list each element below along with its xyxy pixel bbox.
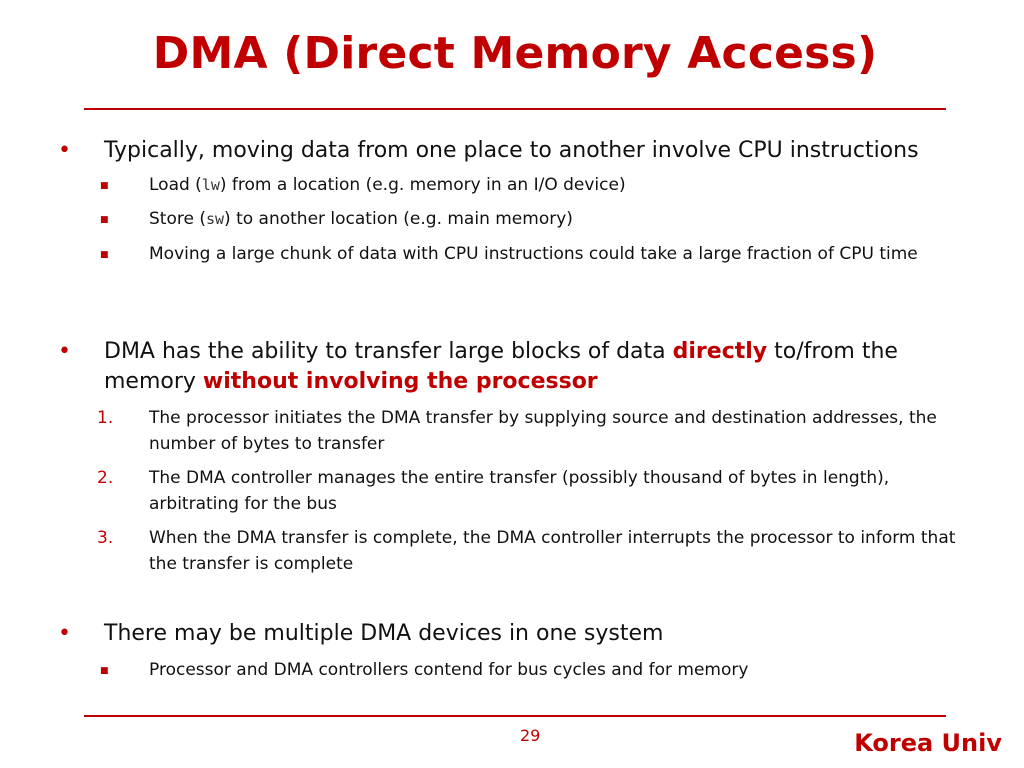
sub-bullet-text: Processor and DMA controllers contend fo… (149, 660, 749, 680)
text-segment: ) to another location (e.g. main memory) (224, 209, 573, 229)
text-segment: DMA has the ability to transfer large bl… (104, 339, 673, 364)
bullet-icon: • (58, 138, 71, 163)
step-number: 3. (97, 528, 114, 548)
step-number: 2. (97, 468, 114, 488)
code-snippet: lw (201, 176, 220, 194)
emphasis-text: without involving the processor (202, 369, 598, 394)
sub-bullet-text: Store (sw) to another location (e.g. mai… (149, 206, 959, 232)
bullet-icon: • (58, 339, 71, 364)
square-bullet-icon: ■ (100, 181, 109, 191)
sub-bullet-text: Moving a large chunk of data with CPU in… (149, 244, 918, 264)
text-segment: to/from the memory (104, 339, 898, 394)
page-number: 29 (520, 726, 541, 745)
slide-title: DMA (Direct Memory Access) (152, 28, 878, 79)
code-snippet: sw (205, 210, 225, 228)
sub-bullet-text: Load (lw) from a location (e.g. memory i… (149, 172, 959, 198)
step-text: The DMA controller manages the entire tr… (149, 468, 890, 514)
bullet-icon: • (58, 621, 71, 646)
emphasis-text: directly (672, 339, 768, 364)
bullet-text: There may be multiple DMA devices in one… (104, 621, 664, 646)
brand-logo-text: Korea Univ (854, 729, 1002, 757)
square-bullet-icon: ■ (100, 666, 109, 676)
step-number: 1. (97, 408, 114, 428)
step-text: When the DMA transfer is complete, the D… (149, 528, 956, 574)
square-bullet-icon: ■ (100, 250, 109, 260)
text-segment: Load ( (149, 175, 202, 195)
text-segment: ) from a location (e.g. memory in an I/O… (219, 175, 626, 195)
bullet-text: Typically, moving data from one place to… (104, 138, 919, 163)
footer-divider (84, 715, 946, 717)
title-divider (84, 108, 946, 110)
bullet-text: DMA has the ability to transfer large bl… (104, 337, 944, 397)
text-segment: Store ( (149, 209, 206, 229)
square-bullet-icon: ■ (100, 215, 109, 225)
step-text: The processor initiates the DMA transfer… (149, 408, 937, 454)
